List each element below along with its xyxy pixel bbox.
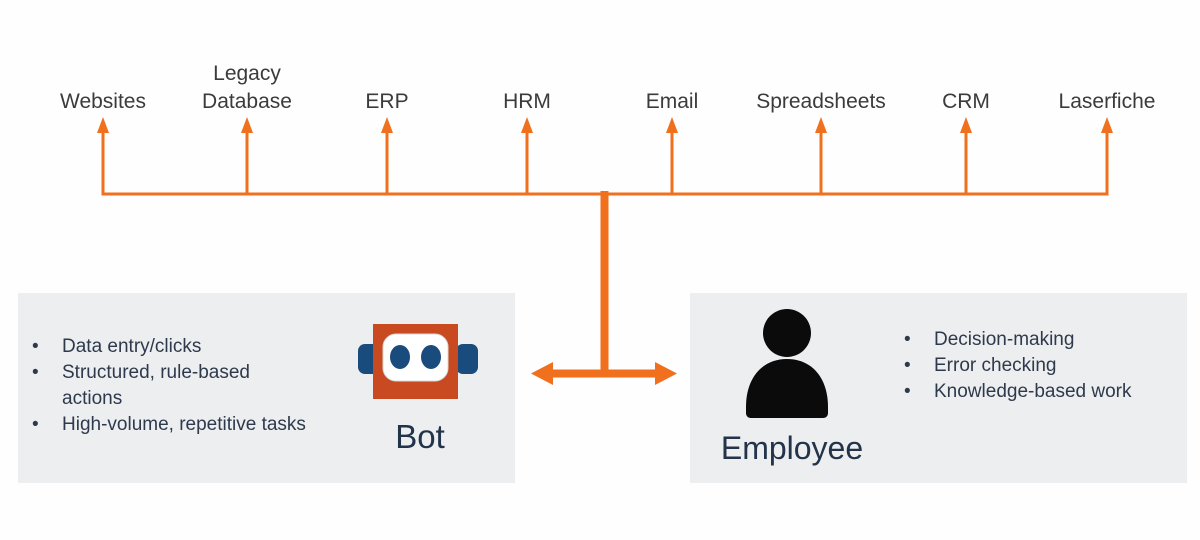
bot-task-item: High-volume, repetitive tasks — [24, 412, 314, 438]
employee-task-item: Error checking — [896, 353, 1176, 379]
system-label-crm: CRM — [942, 90, 990, 113]
system-label-spreadsheets: Spreadsheets — [756, 90, 886, 113]
employee-task-item: Knowledge-based work — [896, 379, 1176, 405]
employee-icon — [746, 309, 828, 418]
bot-icon — [358, 324, 478, 399]
employee-task-list: Decision-making Error checking Knowledge… — [896, 327, 1176, 405]
system-label-erp: ERP — [365, 90, 409, 113]
system-arrows — [97, 117, 1113, 194]
system-label-laserfiche: Laserfiche — [1058, 90, 1156, 113]
system-label-email: Email — [645, 90, 699, 113]
bot-eye-right — [421, 345, 441, 369]
employee-label: Employee — [720, 430, 864, 466]
bot-task-list: Data entry/clicks Structured, rule-based… — [24, 334, 344, 438]
bot-label: Bot — [395, 418, 445, 455]
bot-eye-left — [390, 345, 410, 369]
system-label-websites: Websites — [60, 90, 146, 113]
system-label-legacy-database: Legacy Database — [202, 62, 292, 113]
system-label-hrm: HRM — [503, 90, 551, 113]
bot-task-item: Structured, rule-based actions — [24, 360, 314, 412]
employee-task-item: Decision-making — [896, 327, 1176, 353]
bot-employee-arrow — [531, 362, 677, 385]
bot-task-item: Data entry/clicks — [24, 334, 314, 360]
